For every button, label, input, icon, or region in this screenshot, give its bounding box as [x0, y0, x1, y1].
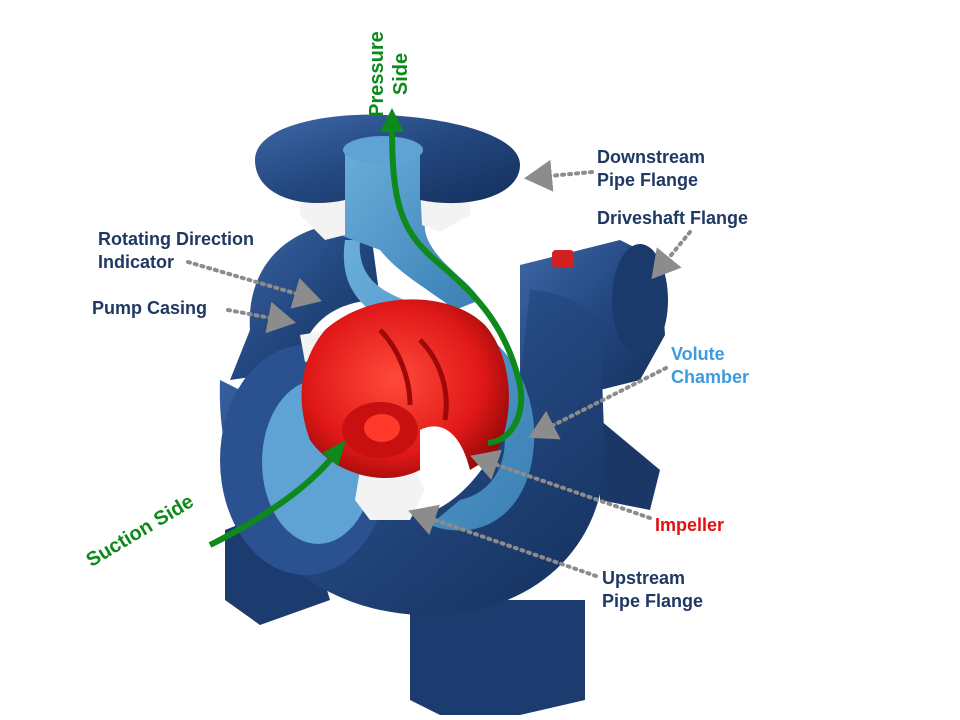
label-rotating-direction-indicator: Rotating Direction Indicator — [98, 229, 254, 272]
suction-flow-arrow — [208, 458, 333, 548]
pressure-flow-arrow-head — [380, 108, 404, 132]
discharge-opening — [343, 136, 423, 164]
leader-pump-casing — [226, 301, 296, 334]
vent-plug — [552, 250, 574, 268]
label-impeller: Impeller — [655, 515, 725, 535]
leader-impeller — [470, 449, 652, 520]
label-downstream-pipe-flange: Downstream Pipe Flange — [597, 147, 706, 190]
flow-arrows — [208, 108, 525, 548]
discharge-flange — [255, 114, 520, 204]
impeller-blade — [418, 338, 449, 421]
leader-downstream-pipe-flange — [524, 159, 594, 192]
leader-volute-chamber — [528, 366, 668, 440]
driveshaft-flange-disc — [612, 244, 668, 356]
leader-lines — [186, 159, 692, 578]
pump-illustration — [219, 114, 668, 715]
label-pressure-side: Pressure Side — [366, 31, 412, 117]
suction-flow-arrow-head — [322, 440, 346, 466]
leader-rotating-direction-indicator — [186, 260, 322, 309]
label-volute-chamber: Volute Chamber — [671, 344, 750, 387]
base-foot-front — [410, 600, 585, 715]
leader-driveshaft-flange — [651, 230, 692, 280]
base-foot-back — [600, 420, 660, 510]
leader-upstream-pipe-flange — [408, 504, 598, 578]
label-driveshaft-flange: Driveshaft Flange — [597, 208, 749, 228]
pressure-flow-arrow — [389, 127, 525, 446]
impeller-hub — [364, 414, 400, 442]
label-upstream-pipe-flange: Upstream Pipe Flange — [602, 568, 704, 611]
label-pump-casing: Pump Casing — [92, 298, 208, 318]
impeller-blade — [378, 328, 413, 406]
